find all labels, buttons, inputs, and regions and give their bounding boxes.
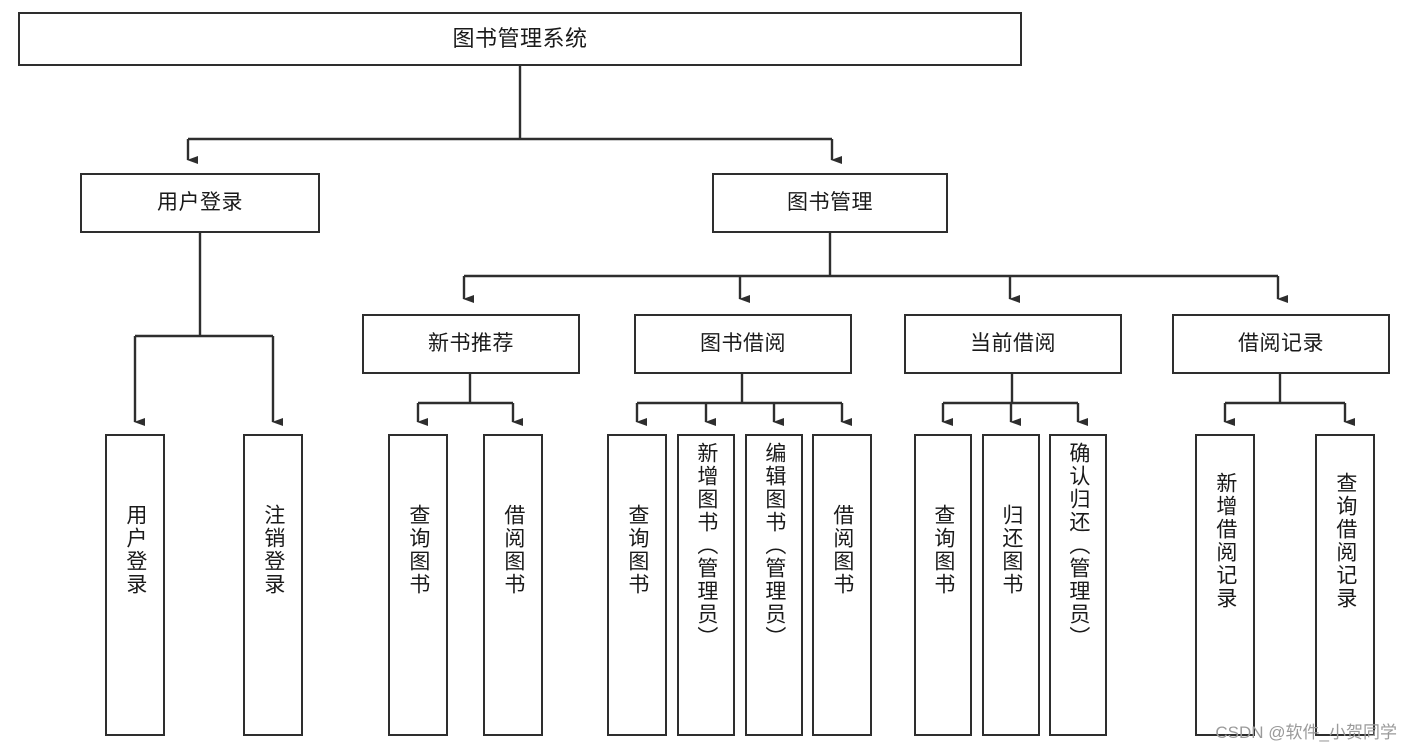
node-label: 新书推荐 (428, 332, 514, 356)
node-label: 当前借阅 (970, 332, 1056, 356)
leaf-borrow-record-add[interactable]: 新增借阅记录 (1195, 434, 1255, 736)
leaf-user-login-logout[interactable]: 注销登录 (243, 434, 303, 736)
leaf-new-book-borrow[interactable]: 借阅图书 (483, 434, 543, 736)
leaf-borrow-record-query[interactable]: 查询借阅记录 (1315, 434, 1375, 736)
node-label: 查询借阅记录 (1333, 472, 1357, 610)
node-label: 归还图书 (999, 504, 1023, 596)
node-user-login[interactable]: 用户登录 (80, 173, 320, 233)
node-book-management[interactable]: 图书管理 (712, 173, 948, 233)
node-label: 图书管理 (787, 191, 873, 215)
node-label: 借阅图书 (830, 504, 854, 596)
node-new-book-recommend[interactable]: 新书推荐 (362, 314, 580, 374)
leaf-new-book-query[interactable]: 查询图书 (388, 434, 448, 736)
node-book-borrow[interactable]: 图书借阅 (634, 314, 852, 374)
node-label: 注销登录 (261, 504, 285, 596)
node-label: 查询图书 (931, 504, 955, 596)
leaf-user-login-login[interactable]: 用户登录 (105, 434, 165, 736)
leaf-book-borrow-borrow[interactable]: 借阅图书 (812, 434, 872, 736)
node-label: 用户登录 (157, 191, 243, 215)
node-label: 借阅记录 (1238, 332, 1324, 356)
leaf-book-borrow-edit[interactable]: 编辑图书（管理员） (745, 434, 803, 736)
node-label: 确认归还（管理员） (1066, 442, 1090, 649)
leaf-current-borrow-query[interactable]: 查询图书 (914, 434, 972, 736)
leaf-book-borrow-add[interactable]: 新增图书（管理员） (677, 434, 735, 736)
node-borrow-record[interactable]: 借阅记录 (1172, 314, 1390, 374)
node-label: 用户登录 (123, 504, 147, 596)
node-label: 图书借阅 (700, 332, 786, 356)
leaf-book-borrow-query[interactable]: 查询图书 (607, 434, 667, 736)
node-label: 新增借阅记录 (1213, 472, 1237, 610)
node-label: 编辑图书（管理员） (762, 442, 786, 649)
leaf-current-borrow-return[interactable]: 归还图书 (982, 434, 1040, 736)
node-root-system[interactable]: 图书管理系统 (18, 12, 1022, 66)
node-label: 查询图书 (406, 504, 430, 596)
node-current-borrow[interactable]: 当前借阅 (904, 314, 1122, 374)
leaf-current-borrow-confirm-return[interactable]: 确认归还（管理员） (1049, 434, 1107, 736)
node-label: 新增图书（管理员） (694, 442, 718, 649)
node-label: 借阅图书 (501, 504, 525, 596)
node-label: 图书管理系统 (452, 25, 588, 51)
node-label: 查询图书 (625, 504, 649, 596)
watermark-text: CSDN @软件_小贺同学 (1215, 723, 1397, 742)
